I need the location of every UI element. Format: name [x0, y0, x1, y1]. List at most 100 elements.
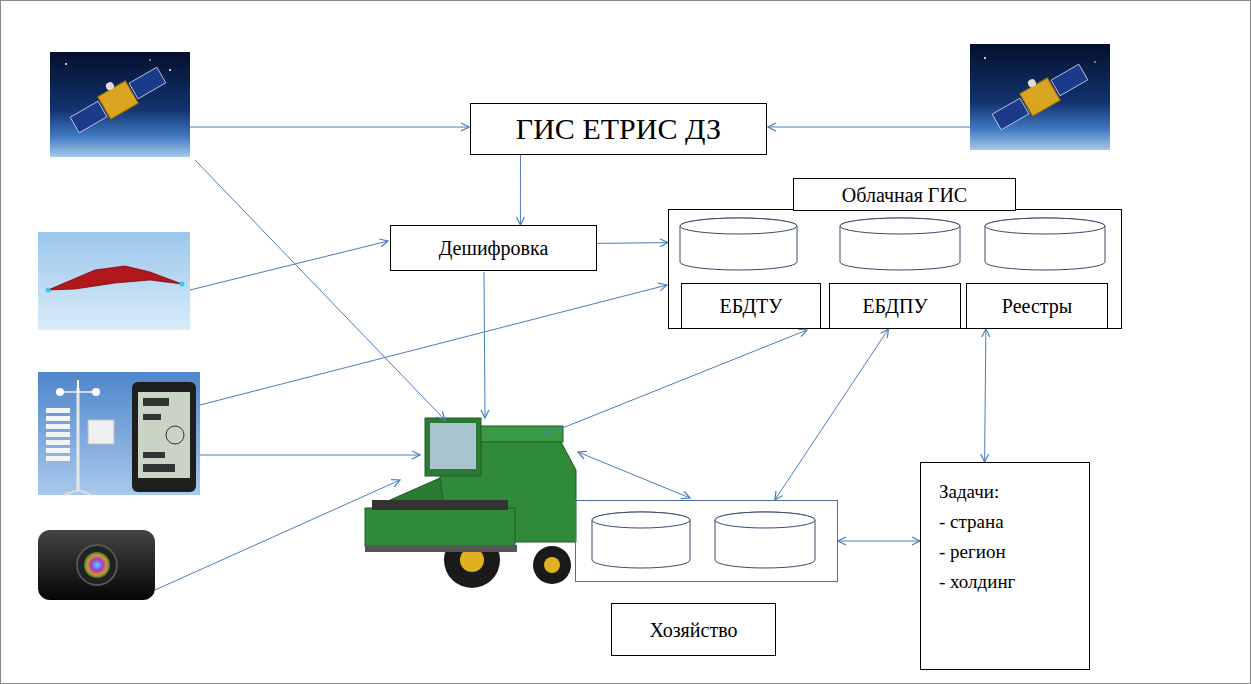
sky-ground: [38, 232, 190, 330]
radiation-shield: [46, 424, 70, 429]
wing-tip: [46, 288, 51, 293]
connector-arrow: [520, 155, 521, 225]
data-wire: [768, 127, 970, 128]
group-container: Хозяйство: [575, 500, 838, 582]
database-cylinder: [985, 218, 1105, 270]
display-dial: [166, 426, 184, 444]
star: [984, 57, 986, 59]
cylinder-top: [592, 512, 690, 528]
wheel-hub: [544, 557, 560, 573]
process-box: Реестры: [966, 283, 1108, 329]
satellite-picture: [50, 52, 190, 157]
solar-panel: [129, 67, 166, 99]
box-label: Реестры: [1002, 294, 1072, 318]
data-wire: [190, 241, 388, 290]
solar-panel: [1051, 64, 1088, 96]
combine-harvester: [365, 418, 576, 588]
anemometer-cup: [92, 388, 100, 396]
box-label: ГИС ЕТРИС ДЗ: [516, 111, 721, 147]
satellite-symbol: [987, 55, 1090, 134]
camera-lens-ring: [77, 545, 117, 585]
data-wire: [200, 455, 420, 456]
anemometer-cup: [56, 388, 64, 396]
display-device: [132, 382, 196, 492]
cylinder-top: [985, 218, 1105, 234]
heading-tab: Хозяйство: [611, 603, 776, 656]
data-wire: [190, 127, 469, 128]
display-segment: [143, 452, 165, 458]
radiation-shield: [46, 408, 70, 413]
cylinder-top: [715, 512, 815, 528]
heading-tab: Облачная ГИС: [793, 178, 1016, 211]
drone-picture: [38, 232, 190, 330]
connector-arrow: [775, 329, 889, 500]
rear-wheel: [533, 546, 571, 584]
tripod-leg: [64, 490, 78, 495]
display-screen: [138, 392, 190, 478]
mast: [77, 388, 80, 492]
process-box: ЕБДТУ: [681, 283, 821, 329]
group-heading: Хозяйство: [650, 618, 738, 642]
task-item: - страна: [939, 507, 1004, 537]
space-ground: [970, 44, 1110, 150]
tripod-leg: [78, 490, 92, 495]
cylinder-top: [680, 218, 797, 234]
harvester-header: [365, 508, 515, 546]
display-segment: [143, 414, 161, 420]
camera-icon: [38, 530, 155, 600]
process-box: ЕБДПУ: [829, 283, 961, 329]
satellite-body: [1020, 78, 1061, 117]
box-label: ЕБДТУ: [720, 294, 783, 318]
solar-panel: [992, 98, 1029, 130]
sensor-box: [88, 420, 114, 444]
star: [65, 63, 67, 65]
display-segment: [143, 398, 169, 406]
data-wires: [155, 127, 970, 590]
weather-station-picture: [38, 372, 200, 495]
radiation-shield: [46, 440, 70, 445]
cutter-bar: [365, 545, 517, 552]
star: [1094, 61, 1096, 63]
radiation-shield: [46, 448, 70, 453]
data-wire: [200, 285, 667, 405]
radiation-shield: [46, 416, 70, 421]
radiation-shield: [46, 456, 70, 461]
database-cylinder: [715, 512, 815, 568]
star: [149, 59, 151, 61]
box-label: Дешифровка: [439, 236, 549, 260]
data-wire: [155, 480, 400, 590]
sky-ground: [38, 372, 200, 495]
cab-glass: [430, 423, 476, 469]
star: [169, 69, 171, 71]
task-item: Задачи:: [939, 477, 999, 507]
task-item: - регион: [939, 537, 1006, 567]
task-item: - холдинг: [939, 567, 1015, 597]
group-container: Облачная ГИСЕБДТУЕБДПУРеестры: [668, 209, 1122, 329]
display-segment: [143, 464, 175, 472]
process-box: ГИС ЕТРИС ДЗ: [470, 103, 767, 155]
radiation-shield: [46, 432, 70, 437]
header-reel: [372, 500, 508, 510]
database-cylinder: [840, 218, 960, 270]
data-wire: [195, 160, 445, 420]
database-cylinder: [680, 218, 797, 270]
wind-vane: [77, 380, 79, 392]
data-wire: [578, 452, 690, 498]
wing-tip: [180, 282, 185, 287]
satellite-picture: [970, 44, 1110, 150]
connector-arrow: [985, 329, 986, 462]
task-box: Задачи:- страна- регион- холдинг: [920, 462, 1090, 670]
connector-arrow: [838, 541, 920, 542]
box-label: ЕБДПУ: [862, 294, 927, 318]
group-heading: Облачная ГИС: [842, 183, 967, 207]
harvester-cab: [425, 418, 481, 476]
satellite-body: [98, 81, 139, 120]
camera-body: [38, 530, 155, 600]
antenna: [1027, 78, 1038, 89]
camera-lens: [84, 552, 110, 578]
space-ground: [50, 52, 190, 157]
data-wire: [545, 330, 807, 435]
process-box: Дешифровка: [390, 225, 597, 271]
